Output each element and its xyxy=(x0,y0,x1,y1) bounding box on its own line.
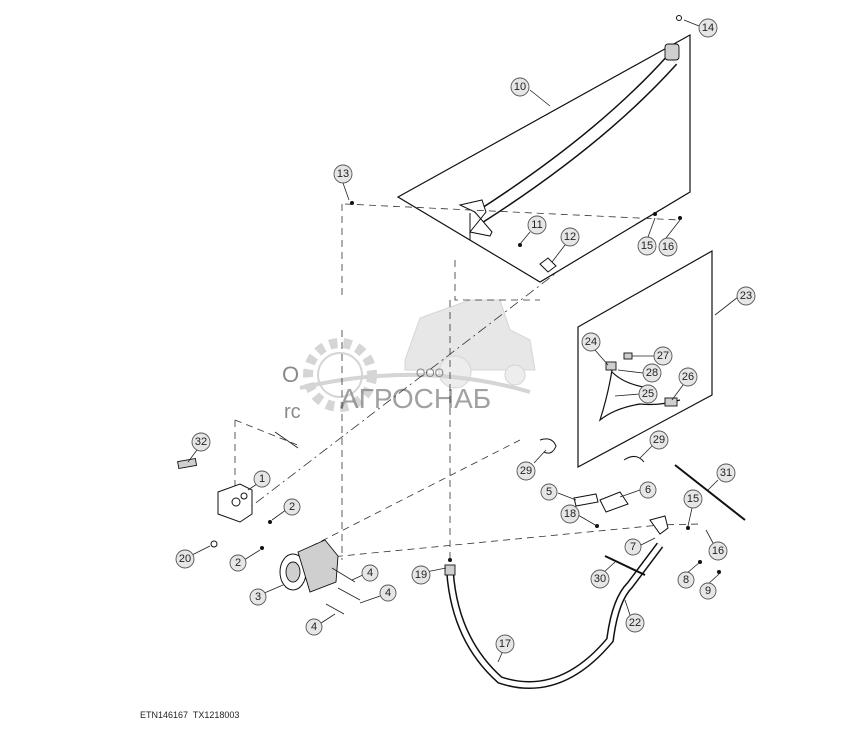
svg-text:15: 15 xyxy=(641,240,653,252)
svg-text:26: 26 xyxy=(682,371,694,383)
callout-7: 7 xyxy=(624,538,642,556)
svg-text:12: 12 xyxy=(564,231,576,243)
svg-text:14: 14 xyxy=(702,22,714,34)
svg-text:30: 30 xyxy=(594,573,606,585)
callout-16a: 16 xyxy=(658,237,678,257)
watermark-logo xyxy=(299,299,536,412)
callout-29b: 29 xyxy=(649,430,669,450)
callout-25: 25 xyxy=(638,384,658,404)
svg-text:19: 19 xyxy=(415,569,427,581)
callout-28: 28 xyxy=(642,363,662,383)
callout-4b: 4 xyxy=(379,584,397,602)
callout-30: 30 xyxy=(590,569,610,589)
callout-27: 27 xyxy=(653,346,673,366)
hose-panel-frame xyxy=(396,33,691,283)
svg-text:4: 4 xyxy=(385,587,391,599)
watermark-prefix: ООО xyxy=(416,366,444,380)
callout-2b: 2 xyxy=(229,554,247,572)
svg-text:23: 23 xyxy=(740,290,752,302)
callout-16b: 16 xyxy=(708,541,728,561)
svg-text:29: 29 xyxy=(520,465,532,477)
svg-text:16: 16 xyxy=(712,545,724,557)
svg-text:16: 16 xyxy=(662,241,674,253)
watermark-company: АГРОСНАБ xyxy=(340,383,491,414)
svg-text:25: 25 xyxy=(642,388,654,400)
svg-text:9: 9 xyxy=(705,585,711,597)
callout-15b: 15 xyxy=(683,489,703,509)
callout-5: 5 xyxy=(540,483,558,501)
svg-text:22: 22 xyxy=(629,617,641,629)
svg-text:24: 24 xyxy=(585,336,597,348)
watermark-fragment-o: O xyxy=(282,362,299,387)
callout-19: 19 xyxy=(411,565,431,585)
callout-2a: 2 xyxy=(283,498,301,516)
callout-20: 20 xyxy=(175,549,195,569)
callout-24: 24 xyxy=(581,332,601,352)
callout-8: 8 xyxy=(677,571,695,589)
callout-4a: 4 xyxy=(361,564,379,582)
svg-text:13: 13 xyxy=(337,168,349,180)
callout-32: 32 xyxy=(191,432,211,452)
svg-text:2: 2 xyxy=(289,501,295,513)
callout-11: 11 xyxy=(527,215,547,235)
callout-14: 14 xyxy=(698,18,718,38)
svg-text:3: 3 xyxy=(255,591,261,603)
callout-18: 18 xyxy=(560,504,580,524)
callout-1: 1 xyxy=(253,470,271,488)
callout-3: 3 xyxy=(249,588,267,606)
callout-4c: 4 xyxy=(305,618,323,636)
svg-text:4: 4 xyxy=(311,621,317,633)
svg-text:28: 28 xyxy=(646,367,658,379)
svg-text:5: 5 xyxy=(546,486,552,498)
callout-26: 26 xyxy=(678,367,698,387)
svg-text:20: 20 xyxy=(179,553,191,565)
callout-13: 13 xyxy=(333,164,353,184)
svg-text:29: 29 xyxy=(653,434,665,446)
svg-text:1: 1 xyxy=(259,473,265,485)
svg-text:8: 8 xyxy=(683,574,689,586)
svg-text:32: 32 xyxy=(195,436,207,448)
callout-10: 10 xyxy=(510,77,530,97)
svg-text:7: 7 xyxy=(630,541,636,553)
svg-text:10: 10 xyxy=(514,81,526,93)
wiring-panel-frame xyxy=(577,249,713,469)
callout-9: 9 xyxy=(699,582,717,600)
figure-code: ETN146167 TX1218003 xyxy=(140,710,239,720)
svg-text:11: 11 xyxy=(531,219,542,231)
callout-12: 12 xyxy=(560,227,580,247)
callout-31: 31 xyxy=(716,463,736,483)
watermark-fragment-rc: rc xyxy=(284,401,301,423)
svg-text:6: 6 xyxy=(645,484,651,496)
callout-17: 17 xyxy=(495,634,515,654)
callout-23: 23 xyxy=(736,286,756,306)
callout-6: 6 xyxy=(639,481,657,499)
compressor-assembly xyxy=(177,431,361,615)
callout-15a: 15 xyxy=(637,236,657,256)
svg-text:27: 27 xyxy=(657,350,669,362)
callout-29a: 29 xyxy=(516,461,536,481)
svg-text:15: 15 xyxy=(687,493,699,505)
svg-text:18: 18 xyxy=(564,508,576,520)
svg-text:2: 2 xyxy=(235,557,241,569)
svg-text:4: 4 xyxy=(367,567,373,579)
svg-text:17: 17 xyxy=(499,638,511,650)
svg-text:31: 31 xyxy=(720,467,732,479)
assembly-lines xyxy=(234,203,701,561)
callout-22: 22 xyxy=(625,613,645,633)
